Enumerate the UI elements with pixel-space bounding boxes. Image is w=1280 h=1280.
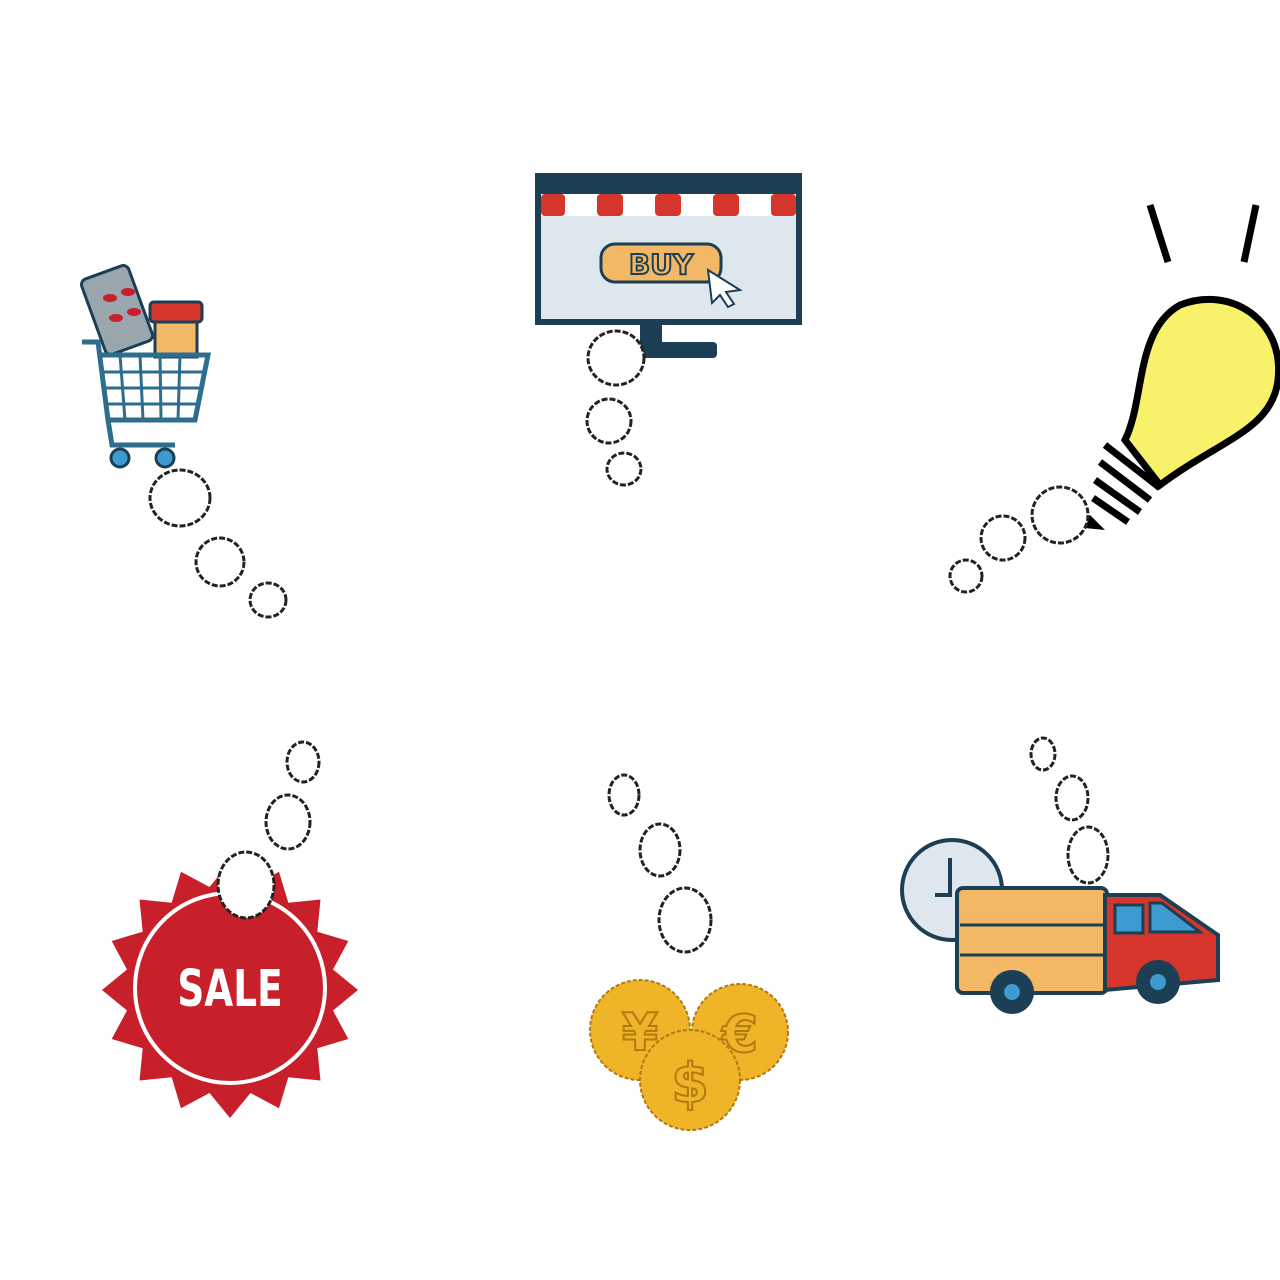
thought-bubbles-cart	[148, 468, 288, 619]
currency-coins-icon: ¥ € $	[589, 979, 789, 1131]
sale-badge-icon: SALE	[102, 862, 358, 1118]
delivery-truck-icon	[900, 838, 1220, 1014]
dollar-symbol: $	[671, 1052, 709, 1115]
sale-label: SALE	[177, 961, 282, 1019]
buy-button: BUY	[599, 242, 723, 284]
thought-bubbles-bulb	[948, 485, 1090, 594]
thought-bubbles-monitor	[585, 329, 646, 487]
shopping-cart-icon	[80, 264, 212, 469]
thought-bubbles-coins	[607, 773, 713, 954]
thought-bubbles-truck	[1029, 736, 1110, 885]
lightbulb-icon	[1085, 203, 1280, 530]
thought-bubbles-sale	[216, 740, 321, 920]
cursor-icon	[706, 268, 743, 309]
buy-label: BUY	[629, 248, 694, 281]
shop-monitor-icon: BUY	[535, 173, 802, 358]
